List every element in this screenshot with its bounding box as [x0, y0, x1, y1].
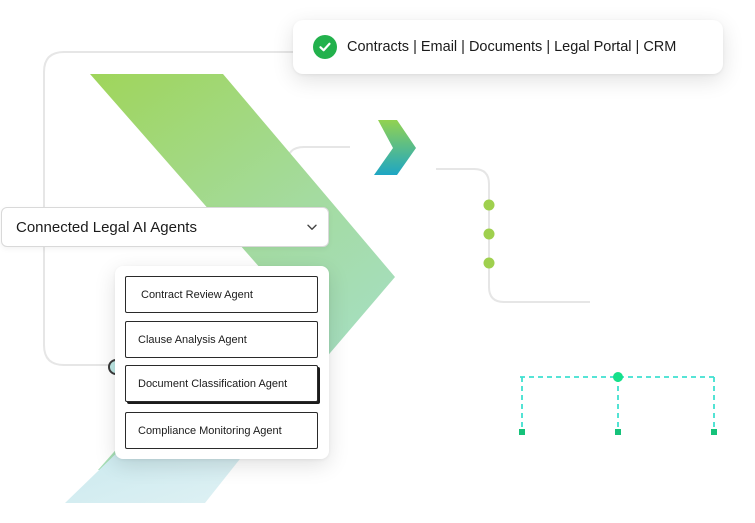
agent-item-label: Document Classification Agent [138, 377, 288, 390]
tree-leaf-node [615, 429, 621, 435]
right-connector-line [436, 168, 590, 303]
left-lower-connector-line [43, 247, 110, 366]
node-dot [483, 228, 495, 240]
node-dot [483, 257, 495, 269]
agent-item-label: Clause Analysis Agent [138, 333, 247, 346]
agent-item-label: Compliance Monitoring Agent [138, 424, 282, 437]
agents-dropdown[interactable]: Connected Legal AI Agents [1, 207, 329, 247]
agents-list-panel: Contract Review Agent Clause Analysis Ag… [115, 266, 329, 459]
check-circle-icon [313, 35, 337, 59]
agent-item-document-classification[interactable]: Document Classification Agent [125, 365, 318, 402]
integrations-card: Contracts | Email | Documents | Legal Po… [293, 20, 723, 74]
tree-leaf-node [711, 429, 717, 435]
tree-root-node [613, 372, 623, 382]
chevron-down-icon [306, 221, 318, 233]
agent-item-compliance-monitoring[interactable]: Compliance Monitoring Agent [125, 412, 318, 449]
node-dot [483, 199, 495, 211]
agent-item-label: Contract Review Agent [141, 288, 253, 301]
integrations-list: Contracts | Email | Documents | Legal Po… [347, 39, 677, 55]
small-chevron-icon [374, 120, 416, 175]
dashed-tree-connector [520, 376, 716, 430]
tree-leaf-node [519, 429, 525, 435]
agent-item-clause-analysis[interactable]: Clause Analysis Agent [125, 321, 318, 358]
left-connector-line [43, 51, 296, 225]
agents-dropdown-label: Connected Legal AI Agents [16, 218, 197, 236]
agent-item-contract-review[interactable]: Contract Review Agent [125, 276, 318, 313]
